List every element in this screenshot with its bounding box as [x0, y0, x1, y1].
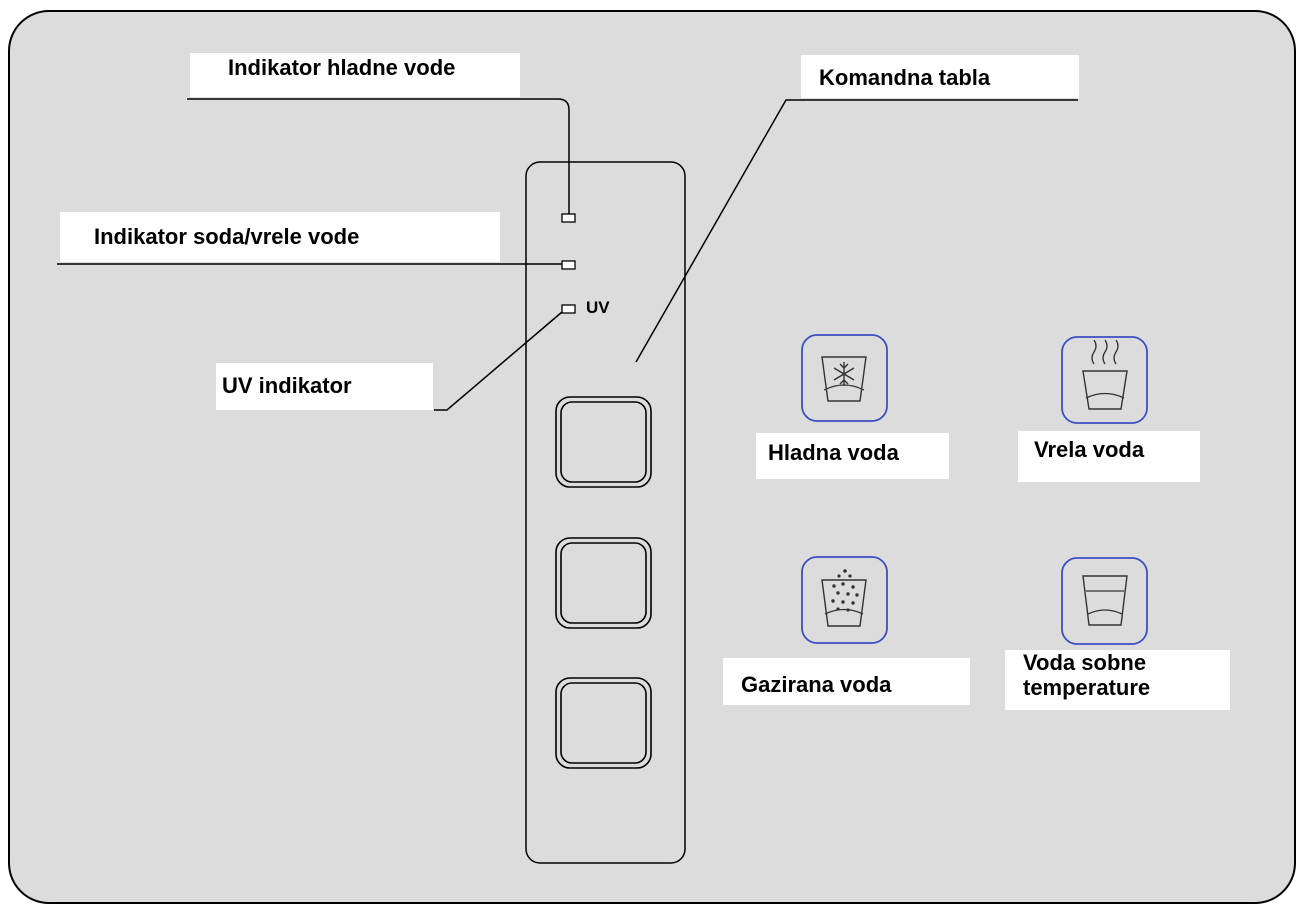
- panel-button-2[interactable]: [555, 537, 652, 629]
- control-panel: [525, 161, 686, 864]
- cold-water-caption: Hladna voda: [756, 433, 949, 479]
- panel-button-3[interactable]: [555, 677, 652, 769]
- soda-hot-led: [561, 260, 576, 270]
- cold-water-indicator-label: Indikator hladne vode: [190, 53, 520, 97]
- uv-panel-text: UV: [586, 298, 610, 317]
- leader-line-uv-indicator: [434, 311, 563, 411]
- room-temperature-caption-line1: Voda sobne: [1023, 650, 1147, 675]
- sparkling-water-icon: [801, 556, 888, 644]
- cold-water-icon: [801, 334, 888, 422]
- control-panel-label: Komandna tabla: [801, 55, 1079, 98]
- cold-water-led: [561, 213, 576, 223]
- panel-button-1[interactable]: [555, 396, 652, 488]
- leader-line-cold-indicator: [187, 98, 570, 214]
- leader-line-control-panel: [635, 99, 1078, 363]
- room-temperature-water-icon: [1061, 557, 1148, 645]
- sparkling-water-caption: Gazirana voda: [723, 658, 970, 705]
- room-temperature-water-caption: Voda sobne temperature: [1005, 650, 1230, 710]
- uv-led: [561, 304, 576, 314]
- hot-water-icon: [1061, 336, 1148, 424]
- room-temperature-caption-line2: temperature: [1023, 675, 1151, 700]
- uv-indicator-label: UV indikator: [216, 363, 433, 410]
- soda-hot-indicator-label: Indikator soda/vrele vode: [60, 212, 500, 262]
- hot-water-caption: Vrela voda: [1018, 431, 1200, 482]
